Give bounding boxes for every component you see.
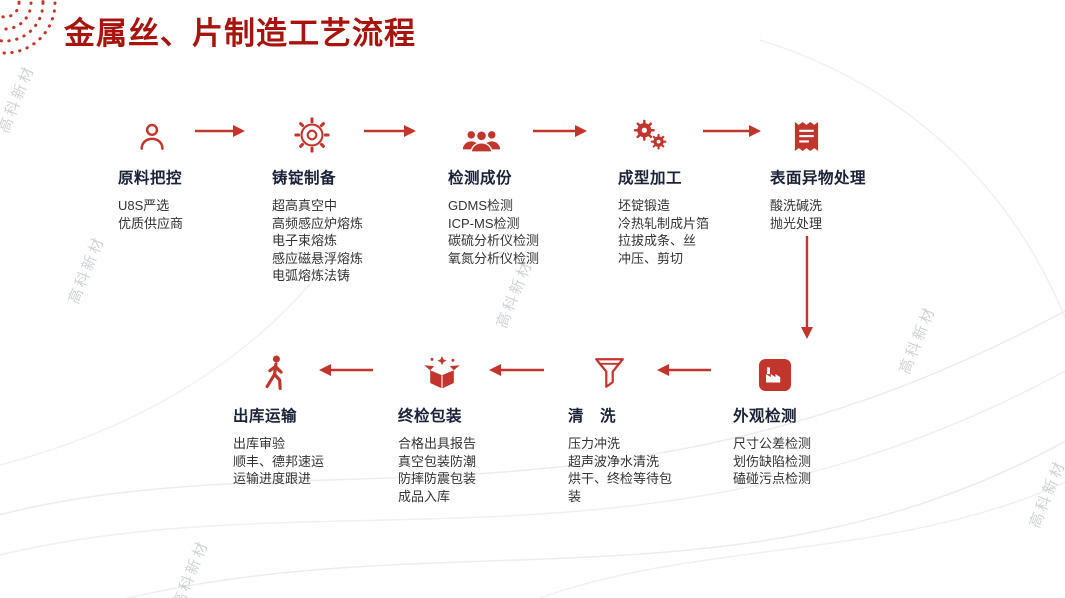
step-appearance-inspection: 外观检测 尺寸公差检测 划伤缺陷检测 磕碰污点检测 [733,350,879,488]
step-item: U8S严选 [118,198,170,213]
funnel-icon [593,350,714,392]
step-item: 超声波净水清洗 [568,453,660,469]
step-item: 优质供应商 [118,215,184,231]
arrow-right-icon [195,125,245,137]
step-item-list: U8S严选 优质供应商 [118,197,264,232]
step-ingot-preparation: 铸锭制备 超高真空中 高频感应炉熔炼 电子束熔炼 感应磁悬浮熔炼 电弧熔炼法铸 [272,112,418,285]
step-item: 电弧熔炼法铸 [272,268,351,283]
factory-icon [758,350,879,392]
arrow-right-icon [364,125,416,137]
step-item: 拉拔成条、丝 [618,233,697,248]
step-item: 出库审验 [233,436,286,451]
page-title: 金属丝、片制造工艺流程 [64,16,416,51]
step-item: 烘干、终检等待包装 [568,471,673,504]
step-item: GDMS检测 [448,198,514,213]
step-item: 成品入库 [398,488,451,504]
arrow-left-icon [319,364,373,376]
step-title: 检测成份 [448,170,513,187]
step-item: 酸洗碱洗 [770,198,823,213]
arrow-right-icon [703,125,761,137]
arrow-left-icon [657,364,711,376]
step-item: 超高真空中 [272,198,338,213]
step-title: 成型加工 [618,170,683,187]
step-outbound-shipping: 出库运输 出库审验 顺丰、德邦速运 运输进度跟进 [233,350,379,488]
person-icon [136,112,264,154]
step-item-list: GDMS检测 ICP-MS检测 碳硫分析仪检测 氧氮分析仪检测 [448,197,594,267]
step-item: 电子束熔炼 [272,233,338,248]
open-box-icon [422,350,544,392]
step-final-packaging: 终检包装 合格出具报告 真空包装防潮 防摔防震包装 成品入库 [398,350,544,505]
step-item: 抛光处理 [770,215,823,231]
step-item-list: 出库审验 顺丰、德邦速运 运输进度跟进 [233,435,379,488]
step-item-list: 超高真空中 高频感应炉熔炼 电子束熔炼 感应磁悬浮熔炼 电弧熔炼法铸 [272,197,418,285]
arrow-right-icon [533,125,587,137]
step-raw-material: 原料把控 U8S严选 优质供应商 [118,112,264,232]
step-item: 尺寸公差检测 [733,436,812,451]
step-surface-treatment: 表面异物处理 酸洗碱洗 抛光处理 [770,112,916,232]
step-item: 感应磁悬浮熔炼 [272,250,364,266]
step-item-list: 压力冲洗 超声波净水清洗 烘干、终检等待包装 [568,435,680,505]
step-item: 防摔防震包装 [398,471,477,486]
step-title: 原料把控 [118,170,183,187]
arrow-left-icon [489,364,544,376]
step-item: 压力冲洗 [568,436,621,451]
gear-icon [293,112,418,154]
step-title: 表面异物处理 [770,170,867,187]
step-item-list: 尺寸公差检测 划伤缺陷检测 磕碰污点检测 [733,435,879,488]
step-title: 出库运输 [233,408,298,425]
corner-dots-decoration [0,0,57,55]
step-item-list: 坯锭锻造 冷热轧制成片箔 拉拔成条、丝 冲压、剪切 [618,197,764,267]
arrow-down-icon [801,236,813,339]
step-forming-processing: 成型加工 坯锭锻造 冷热轧制成片箔 拉拔成条、丝 冲压、剪切 [618,112,764,267]
walking-person-icon [261,350,379,392]
step-item: 运输进度跟进 [233,471,312,486]
step-item: 氧氮分析仪检测 [448,250,540,266]
step-title: 外观检测 [733,408,798,425]
double-gear-icon [631,112,764,154]
step-item: 顺丰、德邦速运 [233,453,325,469]
step-item: ICP-MS检测 [448,215,520,231]
step-item: 冲压、剪切 [618,250,684,266]
step-title: 终检包装 [398,408,463,425]
step-item: 磕碰污点检测 [733,471,812,486]
step-cleaning: 清 洗 压力冲洗 超声波净水清洗 烘干、终检等待包装 [568,350,714,505]
step-item: 划伤缺陷检测 [733,453,812,469]
receipt-icon [792,112,916,154]
step-item: 冷热轧制成片箔 [618,215,710,231]
people-group-icon [461,112,594,154]
step-item: 碳硫分析仪检测 [448,233,540,248]
step-item: 真空包装防潮 [398,453,477,469]
step-title: 铸锭制备 [272,170,337,187]
step-title: 清 洗 [568,408,617,425]
step-item: 坯锭锻造 [618,198,671,213]
step-item-list: 酸洗碱洗 抛光处理 [770,197,916,232]
step-composition-testing: 检测成份 GDMS检测 ICP-MS检测 碳硫分析仪检测 氧氮分析仪检测 [448,112,594,267]
step-item: 合格出具报告 [398,436,477,451]
step-item-list: 合格出具报告 真空包装防潮 防摔防震包装 成品入库 [398,435,544,505]
step-item: 高频感应炉熔炼 [272,215,364,231]
